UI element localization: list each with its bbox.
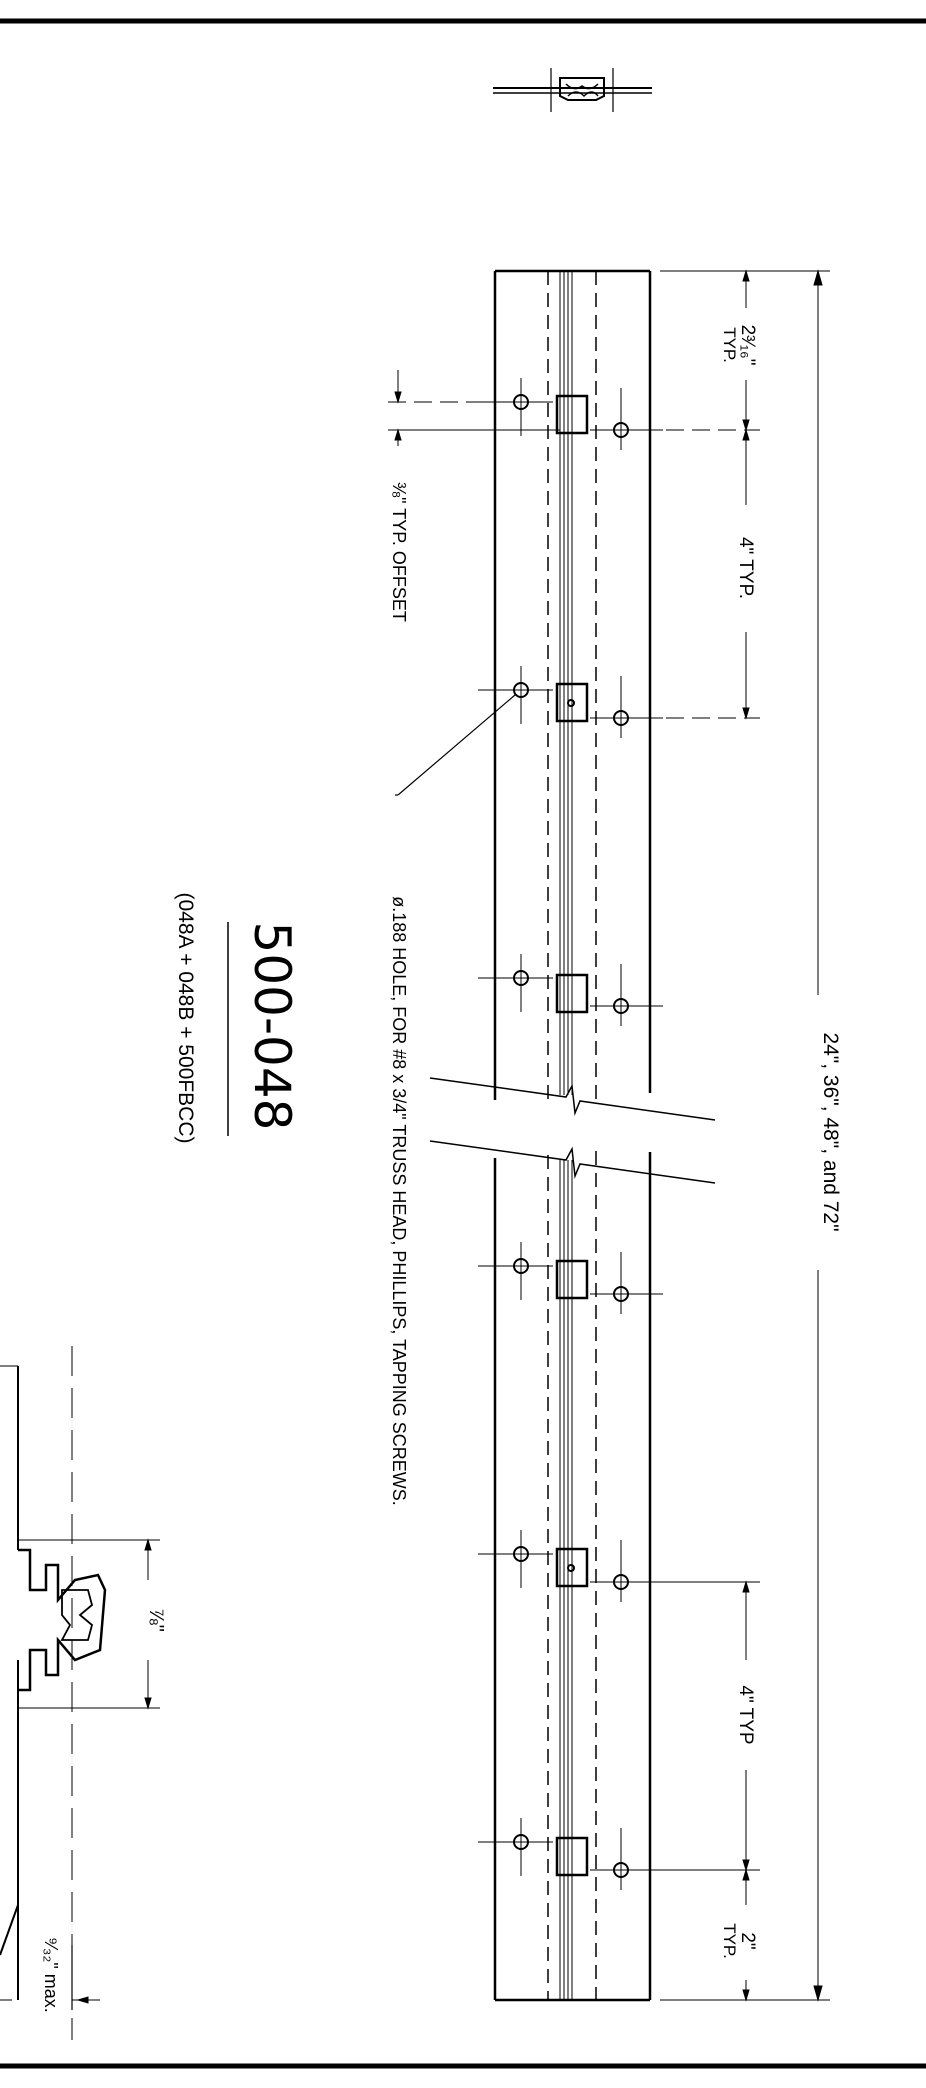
lengths-dimension-label: 24", 36", 48", and 72" (819, 1032, 842, 1231)
hole-note: ø.188 HOLE, FOR #8 x 3/4" TRUSS HEAD, PH… (389, 896, 409, 1506)
top-end-typ-label: TYP. (720, 327, 739, 363)
offset-dimension (388, 370, 560, 446)
right-dimensions (640, 269, 830, 2002)
bottom-end-typ-label: TYP. (720, 1923, 739, 1959)
leaf-tabs (555, 394, 589, 1877)
bottom-end-dimension-label: 2" (737, 1932, 758, 1949)
bottom-spacing-label: 4" TYP (735, 1685, 756, 1744)
top-end-dimension-label: 2³⁄₁₆" (737, 325, 758, 366)
end-view-icon (493, 68, 652, 112)
part-number-title: 500-048 (243, 922, 301, 1131)
top-spacing-label: 4" TYP. (735, 537, 756, 599)
profile-height-label: ⅞" (145, 1608, 167, 1632)
break-lines (429, 1077, 716, 1184)
components-label: (048A + 048B + 500FBCC) (174, 893, 197, 1144)
gap-dimension-label: ⁹⁄₃₂" max. (41, 1937, 61, 2012)
hole-leader-line (397, 694, 516, 796)
screw-holes (478, 378, 663, 1890)
profile-section (0, 1346, 160, 2040)
offset-note: ⅜" TYP. OFFSET (389, 482, 409, 622)
hinge-body (493, 269, 652, 2002)
